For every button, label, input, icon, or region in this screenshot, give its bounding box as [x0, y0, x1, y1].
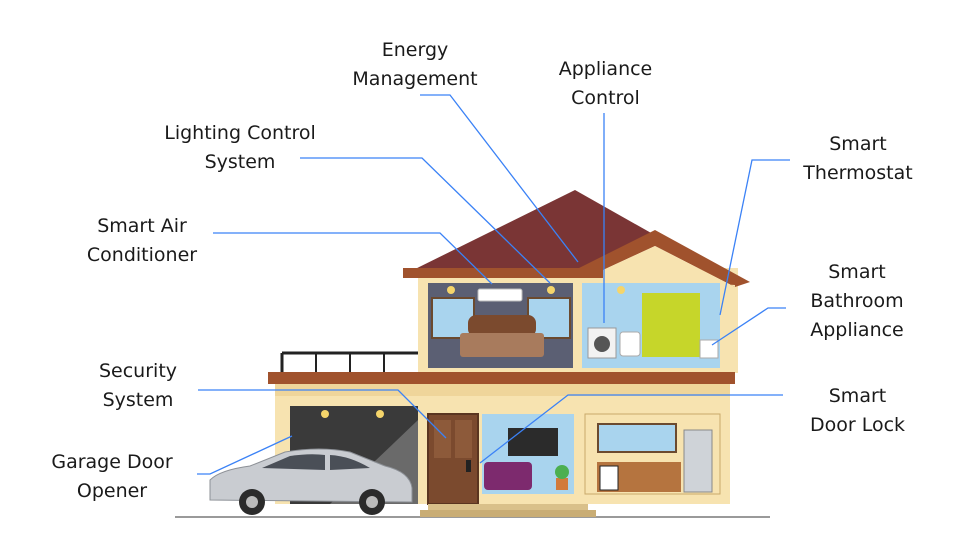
label-thermostat-line1: Smart	[829, 133, 887, 155]
bed	[460, 333, 544, 357]
car-window	[262, 454, 325, 470]
toilet	[619, 331, 641, 357]
label-appliance-line2: Control	[571, 87, 640, 109]
main-roof	[403, 190, 660, 278]
label-garage-line1: Garage Door	[51, 451, 173, 473]
label-appliance-line1: Appliance	[558, 58, 653, 80]
bedroom-lamp	[547, 286, 555, 294]
refrigerator	[683, 429, 713, 493]
label-smart-door-lock: Smart Door Lock	[790, 382, 925, 440]
front-steps	[420, 510, 596, 517]
leader-line-doorlock	[479, 394, 783, 464]
kitchen-window	[597, 423, 677, 453]
label-garage-line2: Opener	[76, 480, 148, 502]
floor-slab	[268, 372, 735, 384]
label-doorlock-line1: Smart	[828, 385, 887, 407]
label-lighting-line1: Lighting Control	[164, 122, 316, 144]
label-security-system: Security System	[78, 357, 198, 415]
car-hubcap	[366, 496, 378, 508]
leader-line-bathroom	[711, 307, 786, 346]
label-thermostat-line2: Thermostat	[803, 162, 913, 184]
leader-line-garage	[197, 435, 293, 475]
label-energy-line1: Energy	[381, 39, 449, 61]
shower-curtain	[642, 293, 700, 357]
door-panel	[455, 420, 472, 458]
garage-lamp	[376, 410, 384, 418]
label-security-line1: Security	[98, 360, 178, 382]
car-hubcap	[246, 496, 258, 508]
bed-headboard	[468, 315, 536, 337]
sofa	[484, 462, 532, 490]
car-window	[330, 455, 370, 470]
bedroom-lamp	[447, 286, 455, 294]
plant	[555, 465, 569, 479]
right-gable-roof	[575, 230, 750, 287]
bathroom-lamp	[617, 286, 625, 294]
label-doorlock-line2: Door Lock	[809, 414, 906, 436]
air-conditioner	[477, 288, 523, 302]
leader-line-aircon	[213, 232, 493, 285]
leader-line-security	[198, 389, 447, 439]
label-bathroom-line1: Smart	[828, 261, 886, 283]
label-aircon-line1: Smart Air	[97, 215, 187, 237]
right-gable-wall	[590, 246, 735, 287]
tv	[508, 428, 558, 456]
label-garage-door-opener: Garage Door Opener	[32, 448, 192, 506]
label-energy-line2: Management	[352, 68, 478, 90]
label-bathroom-line3: Appliance	[810, 319, 904, 341]
bedroom-window	[431, 297, 475, 339]
label-security-line2: System	[102, 389, 174, 411]
label-smart-air-conditioner: Smart Air Conditioner	[68, 212, 216, 270]
plant-pot	[556, 478, 568, 490]
smart-lock	[466, 460, 471, 472]
label-appliance-control: Appliance Control	[538, 55, 673, 113]
leader-line-thermostat	[719, 159, 790, 316]
car-body	[209, 448, 413, 503]
door-panel	[434, 420, 451, 458]
ground-floor-wall-shade	[275, 384, 730, 396]
leader-line-lighting	[300, 157, 551, 284]
label-aircon-line2: Conditioner	[86, 244, 198, 266]
washing-machine-door	[594, 336, 610, 352]
garage-lamp	[321, 410, 329, 418]
label-smart-thermostat: Smart Thermostat	[788, 130, 928, 188]
label-lighting-control-system: Lighting Control System	[140, 119, 340, 177]
oven	[599, 465, 619, 491]
label-bathroom-line2: Bathroom	[810, 290, 904, 312]
label-energy-management: Energy Management	[340, 36, 490, 94]
front-steps	[428, 504, 588, 510]
label-smart-bathroom-appliance: Smart Bathroom Appliance	[792, 258, 922, 345]
label-lighting-line2: System	[204, 151, 276, 173]
roof-eave	[403, 268, 603, 278]
leader-line-energy	[420, 94, 579, 263]
